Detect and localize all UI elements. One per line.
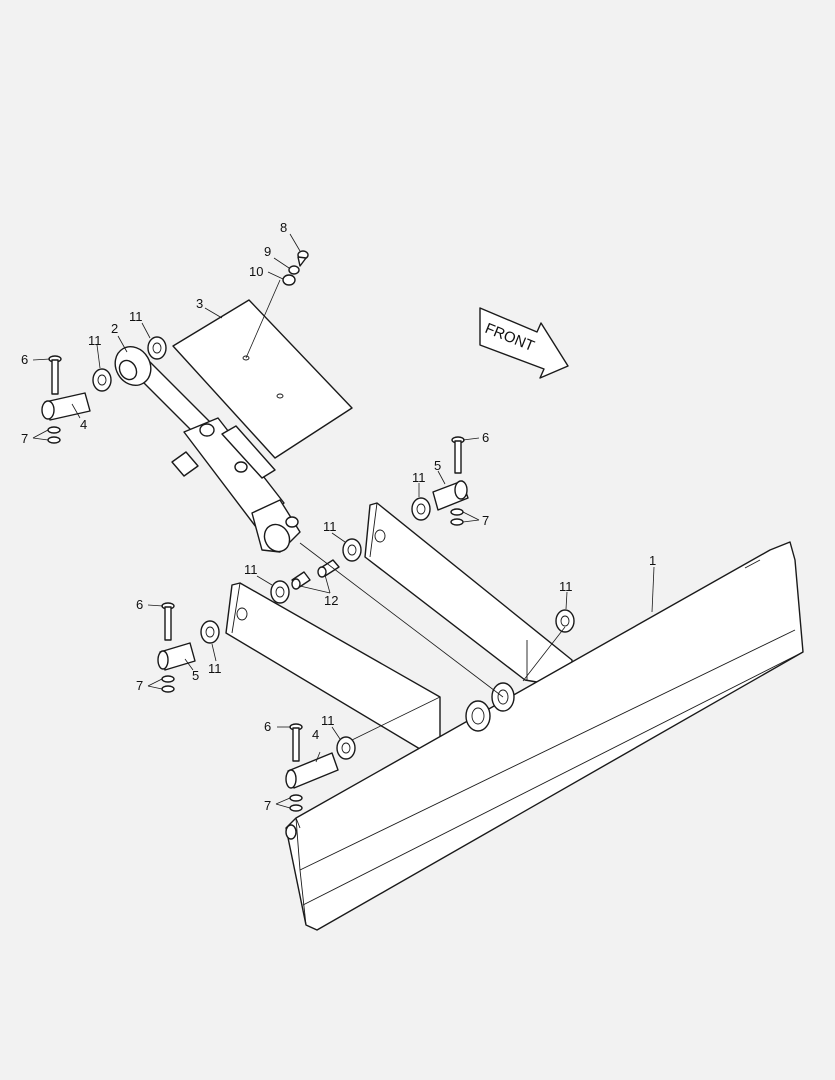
callout-11-mid-b: 11	[208, 661, 222, 676]
callout-7-upper-left: 7	[21, 431, 28, 446]
callout-5-left: 5	[192, 668, 199, 683]
leader-lines	[32, 233, 655, 809]
callout-7-right: 7	[482, 513, 489, 528]
dozer-blade	[285, 541, 804, 931]
callout-6-mid-left: 6	[136, 597, 143, 612]
callouts: 1 2 3 4 4 5 5 6 6 6 6 7 7 7 7 8 9 10 11 …	[21, 220, 656, 813]
callout-11-blade: 11	[559, 579, 573, 594]
callout-11-upper-left-b: 11	[129, 309, 143, 324]
callout-8: 8	[280, 220, 287, 235]
callout-6-right: 6	[482, 430, 489, 445]
left-lower-pin-group	[285, 723, 356, 812]
callout-5-right: 5	[434, 458, 441, 473]
hydraulic-cylinder	[114, 346, 301, 553]
callout-2: 2	[111, 321, 118, 336]
callout-7-lower-left: 7	[264, 798, 271, 813]
blade-washer	[555, 609, 575, 633]
left-upper-pin-group	[41, 336, 167, 444]
grease-fittings	[291, 559, 340, 590]
callout-12: 12	[324, 593, 338, 608]
callout-4-lower: 4	[312, 727, 319, 742]
callout-11-right-b: 11	[323, 519, 337, 534]
right-frame-arm	[364, 502, 573, 689]
callout-11-right-a: 11	[412, 470, 426, 485]
right-pin-group	[342, 436, 469, 562]
callout-7-mid-left: 7	[136, 678, 143, 693]
mounting-plate	[172, 299, 353, 459]
top-bolt-group	[282, 250, 309, 286]
callout-6-lower-left: 6	[264, 719, 271, 734]
front-arrow: FRONT	[479, 307, 569, 379]
callout-11-lower: 11	[321, 713, 335, 728]
callout-1: 1	[649, 553, 656, 568]
callout-11-upper-left-a: 11	[88, 333, 102, 348]
callout-9: 9	[264, 244, 271, 259]
callout-4-upper: 4	[80, 417, 87, 432]
assembly-lines	[245, 279, 566, 741]
callout-10: 10	[249, 264, 263, 279]
left-mid-pin-group	[157, 580, 290, 693]
callout-3: 3	[196, 296, 203, 311]
callout-6-upper-left: 6	[21, 352, 28, 367]
callout-11-mid-a: 11	[244, 562, 258, 577]
